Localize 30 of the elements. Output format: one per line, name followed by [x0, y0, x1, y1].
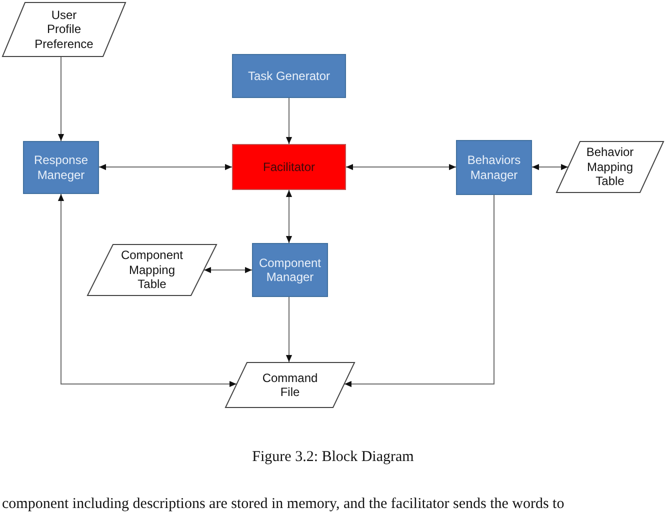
body-text: component including descriptions are stored in memory, and the facilitator sends the words to: [2, 496, 564, 513]
process-box: [23, 141, 99, 194]
arrow: [204, 266, 252, 274]
node-label: Behavior Mapping Table: [585, 145, 635, 189]
node-label: Response Maneger: [32, 153, 90, 182]
arrow: [286, 296, 292, 362]
process-box: [232, 54, 346, 98]
node-label: Component Manager: [258, 256, 322, 284]
data-parallelogram: [2, 2, 126, 57]
arrow: [58, 194, 237, 388]
node-label: User Profile Preference: [34, 8, 94, 52]
arrow: [286, 190, 292, 244]
figure-caption: Figure 3.2: Block Diagram: [251, 449, 415, 466]
node-label: Command File: [261, 370, 319, 400]
arrow: [98, 164, 232, 170]
node-label: Task Generator: [246, 68, 332, 84]
arrow: [344, 194, 494, 388]
node-label: Facilitator: [262, 160, 316, 174]
arrow: [346, 164, 456, 170]
arrow: [286, 98, 292, 144]
node-label: Component Mapping Table: [120, 248, 184, 292]
arrow: [58, 56, 64, 142]
data-parallelogram: [556, 141, 664, 193]
process-box: [252, 243, 328, 297]
process-box: [232, 144, 346, 190]
node-label: Behaviors Manager: [466, 153, 522, 182]
data-parallelogram: [87, 244, 217, 296]
data-parallelogram: [225, 362, 355, 408]
arrow: [532, 164, 568, 170]
process-box: [456, 140, 532, 195]
